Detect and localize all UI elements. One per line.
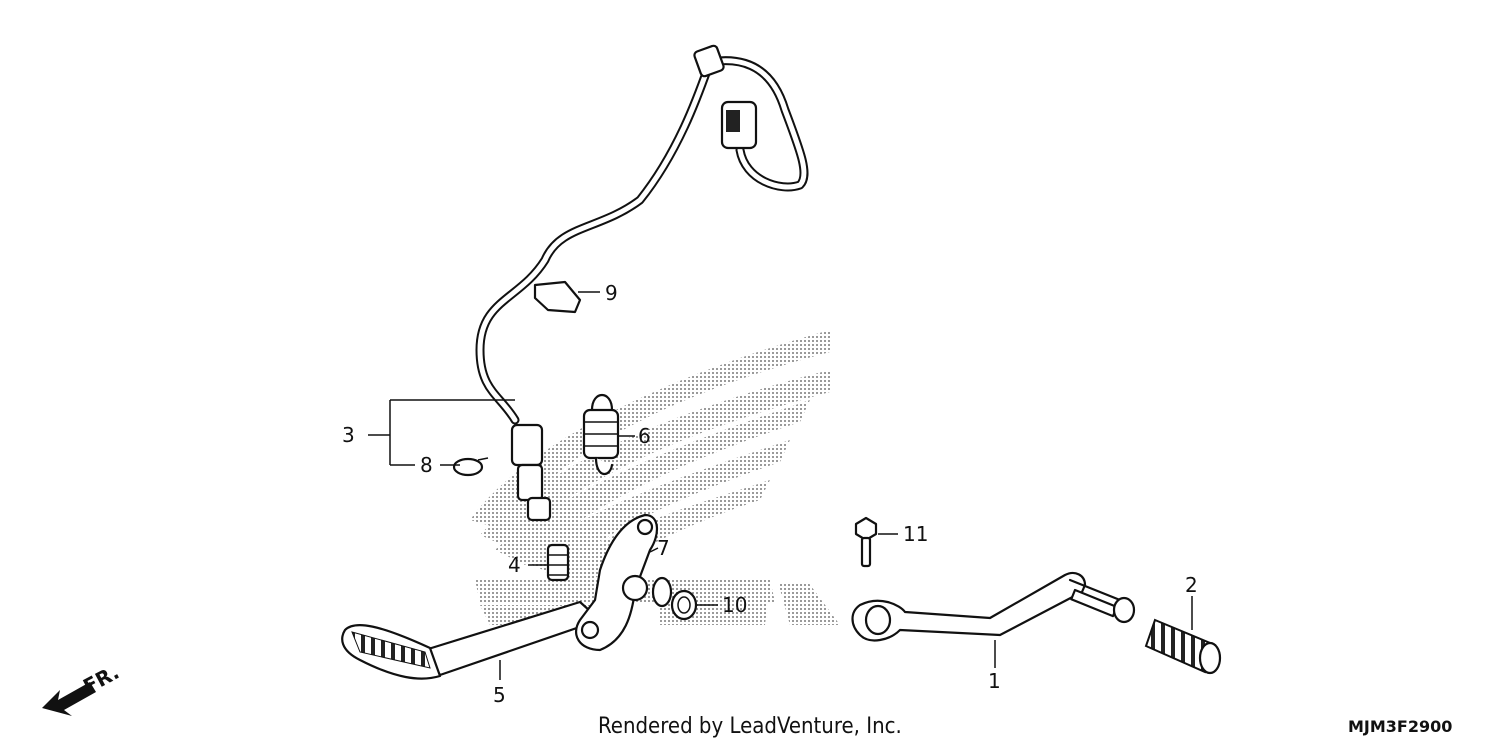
callout-1[interactable]: 1 [988, 669, 1001, 693]
part-4-return-spring[interactable] [546, 543, 570, 582]
callout-6[interactable]: 6 [638, 424, 651, 448]
callout-7[interactable]: 7 [657, 536, 670, 560]
part-8-cotter-pin[interactable] [452, 457, 489, 477]
part-7-collar[interactable] [651, 576, 673, 608]
callout-labels: 1 2 3 4 5 6 7 8 9 10 11 [342, 281, 1198, 707]
part-11-bolt[interactable] [854, 516, 878, 568]
part-2-pedal-rubber[interactable] [1144, 618, 1222, 675]
part-9-clamp[interactable] [533, 280, 582, 314]
part-5-brake-pedal[interactable] [341, 513, 658, 680]
callout-9[interactable]: 9 [605, 281, 618, 305]
diagram-code: MJM3F2900 [1348, 717, 1452, 736]
callout-8[interactable]: 8 [420, 453, 433, 477]
credit-text: Rendered by LeadVenture, Inc. [598, 714, 902, 739]
part-10-washer[interactable] [670, 589, 698, 621]
front-direction-arrow: FR. [42, 660, 123, 716]
honda-wing-watermark [470, 330, 840, 625]
callout-4[interactable]: 4 [508, 553, 521, 577]
part-6-spring[interactable] [582, 393, 620, 475]
leader-lines [368, 291, 1193, 680]
callout-10[interactable]: 10 [722, 593, 747, 617]
callout-2[interactable]: 2 [1185, 573, 1198, 597]
part-1-change-pedal-arm[interactable] [851, 571, 1136, 642]
callout-3[interactable]: 3 [342, 423, 355, 447]
part-3-stop-switch-harness[interactable] [475, 44, 809, 522]
callout-11[interactable]: 11 [903, 522, 928, 546]
callout-5[interactable]: 5 [493, 683, 506, 707]
